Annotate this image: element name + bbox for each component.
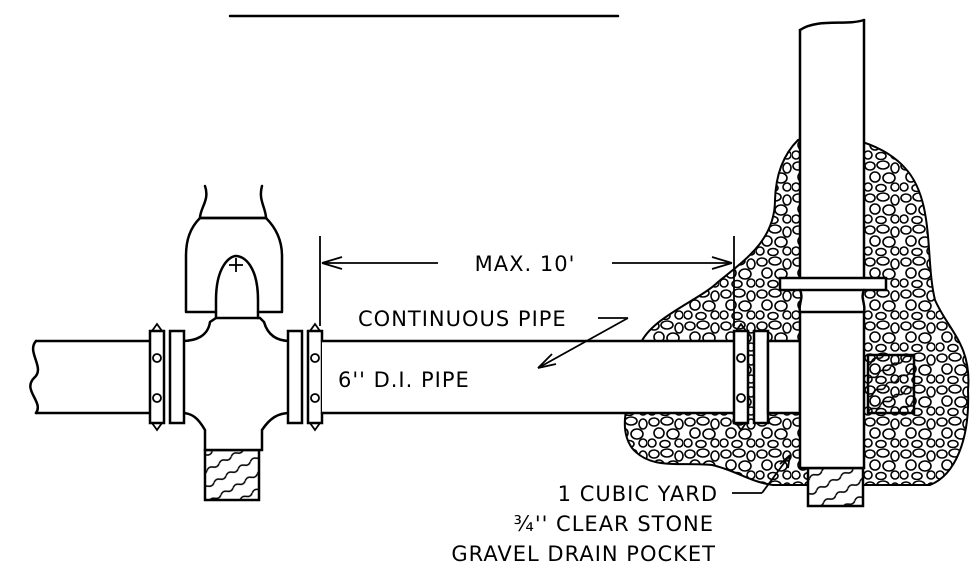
pipe-size-label: 6'' D.I. PIPE — [338, 368, 470, 392]
hydrant-barrel — [778, 18, 888, 470]
gravel-leader — [732, 454, 791, 494]
gravel-drain-pocket — [623, 135, 970, 486]
gravel-label-line1: 1 CUBIC YARD — [558, 482, 718, 506]
left-pipe-stub — [29, 339, 160, 415]
right-tee-joint-restraint — [286, 322, 324, 432]
valve-joint-restraint — [732, 322, 802, 432]
gravel-label-line3: GRAVEL DRAIN POCKET — [451, 542, 716, 566]
left-joint-restraint — [148, 322, 186, 432]
gravel-label-line2: ¾'' CLEAR STONE — [513, 512, 714, 536]
wood-block-left — [203, 448, 261, 502]
wood-block-right — [806, 466, 865, 508]
continuous-pipe-leader — [537, 317, 629, 369]
continuous-pipe-label: CONTINUOUS PIPE — [358, 307, 567, 331]
tee-fitting — [180, 254, 292, 452]
dimension-label: MAX. 10' — [475, 252, 576, 276]
dimension-max-10 — [319, 236, 735, 326]
hydrant-shoe — [184, 184, 284, 314]
di-pipe — [320, 339, 736, 415]
wood-thrust-block — [866, 353, 916, 415]
